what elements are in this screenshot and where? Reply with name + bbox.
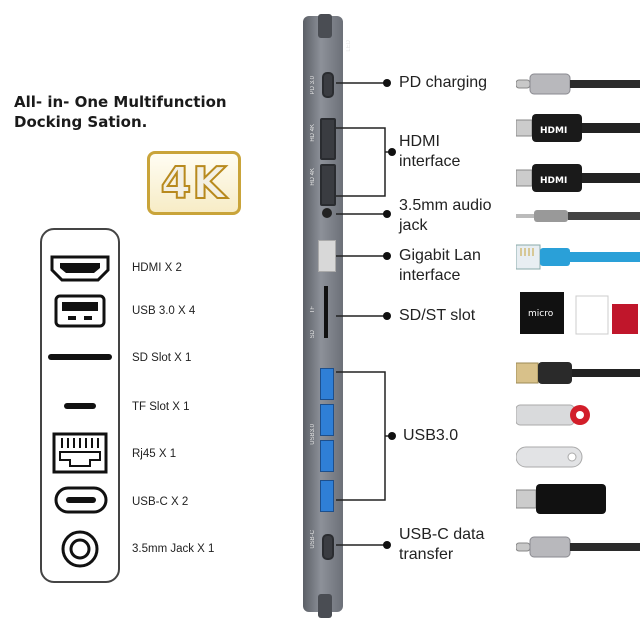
usb-flash-drive-icon	[516, 446, 583, 468]
sd-card-icon: micro	[520, 292, 638, 335]
usb-c-cable-icon	[516, 536, 640, 558]
legend-label-tf: TF Slot X 1	[132, 401, 190, 413]
hub-sd-slot	[324, 286, 328, 338]
callout-pd-charging: PD charging	[399, 74, 488, 91]
sd-slot-icon	[48, 354, 112, 360]
legend-label-sd: SD Slot X 1	[132, 352, 192, 364]
legend-label-usb: USB 3.0 X 4	[132, 305, 196, 317]
callout-usb: USB3.0	[403, 427, 459, 444]
badge-text: 4K	[160, 157, 228, 210]
hub-top-cap	[318, 14, 332, 38]
callout-audio: 3.5mm audio jack	[399, 197, 492, 234]
hub-audio-port	[322, 208, 332, 218]
callout-lan: Gigabit Lan interface	[399, 247, 481, 284]
callout-dot	[383, 252, 391, 260]
legend-label-rj45: Rj45 X 1	[132, 448, 177, 460]
hub-usbc-port	[322, 534, 334, 560]
callout-sd: SD/ST slot	[399, 307, 476, 324]
hub-bottom-cap	[318, 594, 332, 618]
audio-jack-icon	[61, 530, 99, 568]
hdmi-cable-icon: HDMI	[516, 164, 640, 192]
rj45-port-icon	[52, 432, 108, 474]
hub-hdmi-port-2	[320, 164, 336, 206]
headline: All- in- One Multifunction Docking Satio…	[14, 93, 227, 131]
svg-text:HDMI: HDMI	[540, 126, 567, 136]
hdmi-port-icon	[50, 255, 110, 282]
callout-hdmi: HDMI interface	[399, 133, 461, 170]
callout-dot	[383, 541, 391, 549]
ethernet-cable-icon	[516, 244, 640, 270]
audio-cable-icon	[516, 210, 640, 222]
hub-usb-port-2	[320, 404, 334, 436]
legend-label-audio: 3.5mm Jack X 1	[132, 543, 215, 555]
callout-dot	[383, 79, 391, 87]
hub-ethernet-port	[318, 240, 336, 272]
hub-usb-port-1	[320, 368, 334, 400]
callout-dot	[383, 312, 391, 320]
callout-usbc: USB-C data transfer	[399, 526, 485, 563]
callout-dot	[383, 210, 391, 218]
usb-a-port-icon	[54, 294, 106, 328]
hub-pd-port	[322, 72, 334, 98]
hub-usb-port-3	[320, 440, 334, 472]
svg-text:HDMI: HDMI	[540, 176, 567, 186]
usb-c-cable-icon	[516, 73, 640, 95]
legend-label-hdmi: HDMI X 2	[132, 262, 182, 274]
svg-text:micro: micro	[528, 309, 554, 319]
usb-c-port-icon	[54, 486, 108, 514]
hub-hdmi-port-1	[320, 118, 336, 160]
legend-label-usbc: USB-C X 2	[132, 496, 189, 508]
tf-slot-icon	[64, 403, 96, 409]
usb-device-icon	[516, 484, 606, 514]
hub-usb-port-4	[320, 480, 334, 512]
4k-badge: 4K	[147, 151, 241, 215]
usb-a-cable-icon	[516, 362, 640, 384]
docking-station-body	[303, 16, 343, 612]
callout-dot	[388, 432, 396, 440]
port-legend-panel	[40, 228, 120, 583]
usb-flash-drive-icon	[516, 404, 590, 426]
callout-dot	[388, 148, 396, 156]
hdmi-cable-icon: HDMI	[516, 114, 640, 142]
